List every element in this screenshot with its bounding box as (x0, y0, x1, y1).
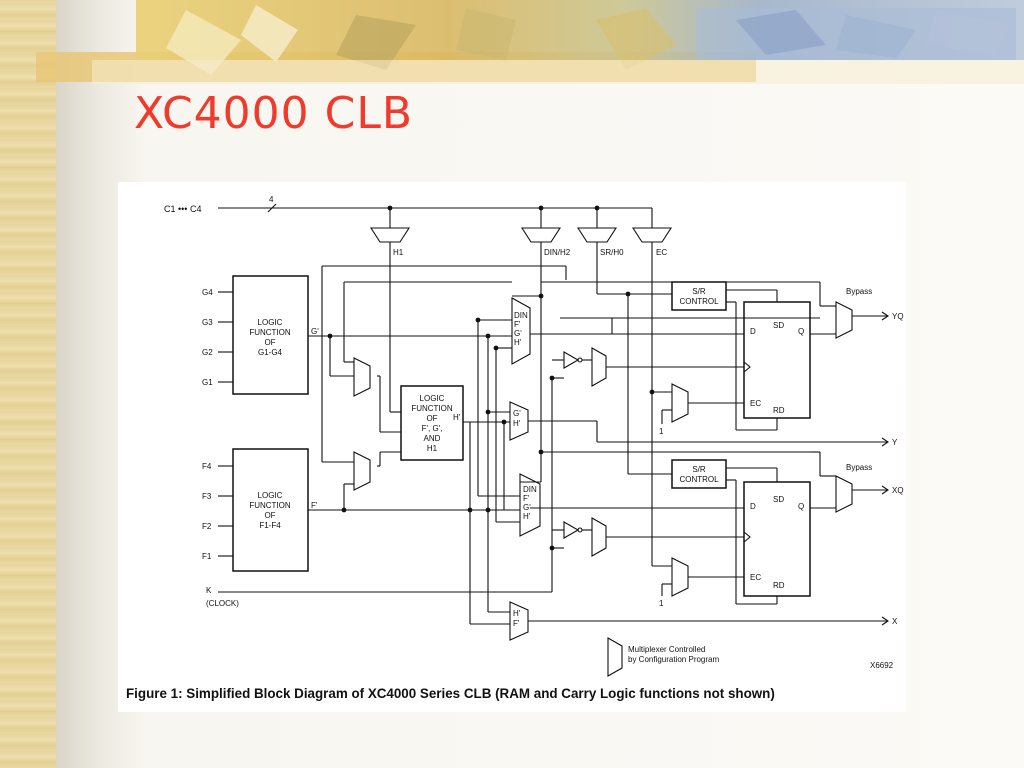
ff-pin-ec: EC (750, 399, 761, 408)
g-function-text: LOGIC (258, 318, 283, 327)
g-output-label: G' (311, 327, 319, 336)
slide-title: XC4000 CLB (134, 88, 414, 139)
bus-label: C1 ••• C4 (164, 204, 201, 214)
clock-label: K (206, 586, 212, 595)
legend-text: by Configuration Program (628, 655, 719, 664)
tap-label-h1: H1 (393, 248, 404, 257)
tap-label-sr-h0: SR/H0 (600, 248, 624, 257)
h-function-text: FUNCTION (411, 404, 453, 413)
legend-text: Multiplexer Controlled (628, 645, 705, 654)
f-function-text: F1-F4 (259, 521, 281, 530)
f-input-label: F3 (202, 492, 212, 501)
h-function-text: H1 (427, 444, 438, 453)
g-function-text: OF (264, 338, 275, 347)
decorative-banner (36, 0, 1024, 84)
sr-control-text: CONTROL (679, 297, 719, 306)
output-xq: XQ (892, 486, 904, 495)
sr-control-text: S/R (692, 287, 706, 296)
h-function-text: LOGIC (420, 394, 445, 403)
ec-constant: 1 (659, 427, 664, 436)
figure-id: X6692 (870, 661, 894, 670)
mux-top-input: G' (514, 329, 522, 338)
mux-y-input: G' (513, 409, 521, 418)
f-input-label: F4 (202, 462, 212, 471)
f-function-text: OF (264, 511, 275, 520)
g-function-text: G1-G4 (258, 348, 283, 357)
ec-constant: 1 (659, 599, 664, 608)
bypass-label: Bypass (846, 287, 872, 296)
diagram-panel: C1 ••• C4 4 H1 DIN/H2 SR/H0 EC G4 G3 G2 … (118, 182, 906, 712)
ff-pin-d: D (750, 327, 756, 336)
mux-top-input: H' (514, 338, 522, 347)
tap-label-din-h2: DIN/H2 (544, 248, 571, 257)
mux-bottom-input: G' (523, 503, 531, 512)
g-function-text: FUNCTION (249, 328, 291, 337)
tap-label-ec: EC (656, 248, 667, 257)
mux-bottom-input: H' (523, 512, 531, 521)
f-function-text: FUNCTION (249, 501, 291, 510)
h-output-label: H' (453, 413, 461, 422)
mux-bottom-input: F' (523, 494, 530, 503)
figure-caption: Figure 1: Simplified Block Diagram of XC… (126, 686, 775, 701)
ff-pin-rd: RD (773, 406, 785, 415)
g-input-label: G4 (202, 288, 213, 297)
sr-control-text: S/R (692, 465, 706, 474)
sr-control-text: CONTROL (679, 475, 719, 484)
bus-width: 4 (269, 195, 274, 204)
f-function-text: LOGIC (258, 491, 283, 500)
h-function-text: F', G', (422, 424, 443, 433)
h-function-text: OF (426, 414, 437, 423)
bypass-label: Bypass (846, 463, 872, 472)
f-input-label: F1 (202, 552, 212, 561)
mux-x-input: H' (513, 609, 521, 618)
mux-top-input: DIN (514, 311, 528, 320)
clock-label: (CLOCK) (206, 599, 239, 608)
mux-bottom-input: DIN (523, 485, 537, 494)
ff-pin-sd: SD (773, 321, 784, 330)
output-yq: YQ (892, 312, 904, 321)
h-function-text: AND (424, 434, 441, 443)
clb-block-diagram: C1 ••• C4 4 H1 DIN/H2 SR/H0 EC G4 G3 G2 … (164, 195, 904, 677)
g-input-label: G2 (202, 348, 213, 357)
ff-pin-d: D (750, 502, 756, 511)
ff-pin-rd: RD (773, 581, 785, 590)
g-input-label: G3 (202, 318, 213, 327)
ff-pin-q: Q (798, 502, 804, 511)
output-y: Y (892, 438, 898, 447)
parchment-border (0, 0, 56, 768)
g-input-label: G1 (202, 378, 213, 387)
mux-y-input: H' (513, 419, 521, 428)
ff-pin-q: Q (798, 327, 804, 336)
output-x: X (892, 617, 898, 626)
mux-x-input: F' (513, 619, 520, 628)
ff-pin-sd: SD (773, 495, 784, 504)
mux-top-input: F' (514, 320, 521, 329)
f-output-label: F' (311, 501, 318, 510)
f-input-label: F2 (202, 522, 212, 531)
ff-pin-ec: EC (750, 573, 761, 582)
